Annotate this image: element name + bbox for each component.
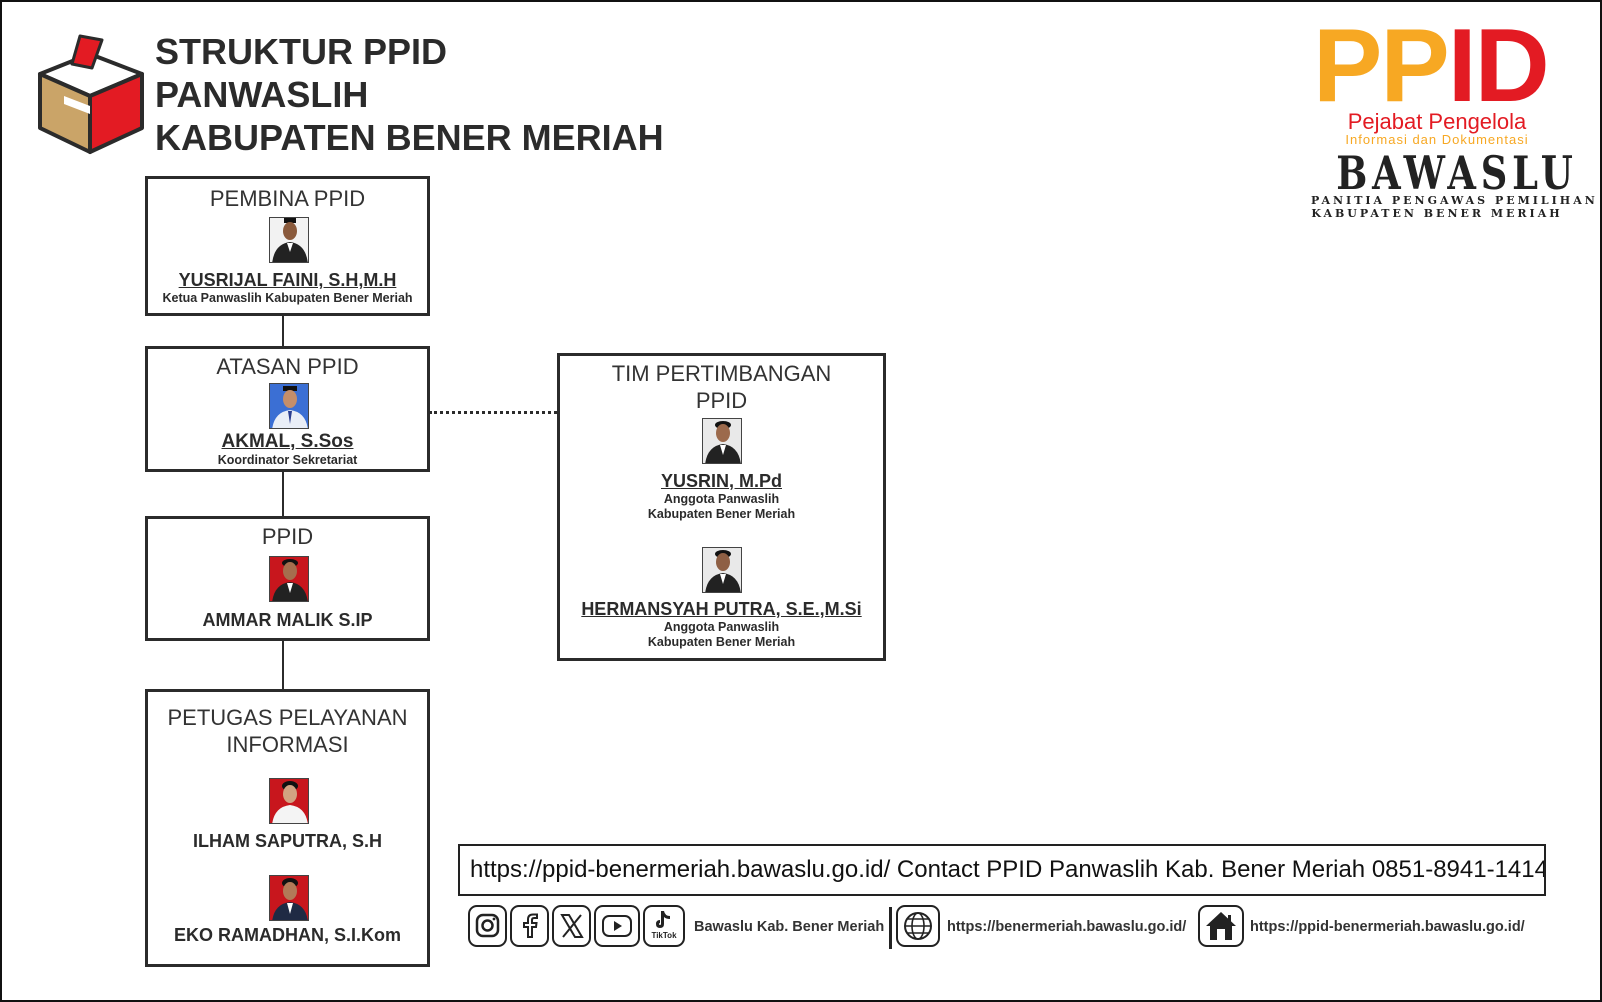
title-line-1: STRUKTUR PPID bbox=[155, 31, 448, 72]
bawaslu-wordmark: BAWASLU bbox=[1336, 146, 1578, 200]
bawaslu-logo bbox=[38, 34, 144, 154]
atasan-name: AKMAL, S.Sos bbox=[221, 431, 354, 452]
page-title: STRUKTUR PPID PANWASLIH KABUPATEN BENER … bbox=[155, 30, 664, 159]
petugas-box: PETUGAS PELAYANAN INFORMASI ILHAM SAPUTR… bbox=[145, 689, 430, 967]
atasan-role: Koordinator Sekretariat bbox=[217, 453, 358, 467]
ppid-wordmark-pp: PP bbox=[1313, 8, 1450, 124]
tim-name-1: YUSRIN, M.Pd bbox=[660, 471, 782, 491]
petugas-title-line2: INFORMASI bbox=[226, 732, 349, 757]
x-icon[interactable] bbox=[552, 905, 591, 947]
ppid-title: PPID bbox=[261, 524, 314, 549]
petugas-photo-1 bbox=[269, 778, 309, 824]
person-icon bbox=[272, 218, 308, 262]
tim-photo-1 bbox=[702, 418, 742, 464]
ppid-wordmark: PPID bbox=[1313, 8, 1550, 124]
person-icon bbox=[272, 878, 308, 920]
petugas-name-1: ILHAM SAPUTRA, S.H bbox=[193, 831, 382, 851]
petugas-photo-2 bbox=[269, 875, 309, 921]
instagram-icon[interactable] bbox=[468, 905, 507, 947]
title-line-3: KABUPATEN BENER MERIAH bbox=[155, 117, 664, 158]
bawaslu-subtitle-2: KABUPATEN BENER MERIAH bbox=[1311, 207, 1563, 220]
tiktok-icon[interactable]: TikTok bbox=[643, 905, 685, 947]
tim-role-1-line1: Anggota Panwaslih bbox=[663, 492, 780, 506]
ppid-photo bbox=[269, 556, 309, 602]
pembina-box: PEMBINA PPID YUSRIJAL FAINI, S.H,M.H Ket… bbox=[145, 176, 430, 316]
connector-atasan-ppid bbox=[282, 470, 284, 516]
tim-name-2: HERMANSYAH PUTRA, S.E.,M.Si bbox=[581, 599, 862, 619]
footer-social-row: TikTok Bawaslu Kab. Bener Meriah https:/… bbox=[466, 905, 1556, 951]
person-icon bbox=[705, 421, 741, 463]
atasan-box: ATASAN PPID AKMAL, S.Sos Koordinator Sek… bbox=[145, 346, 430, 472]
petugas-name-2: EKO RAMADHAN, S.I.Kom bbox=[173, 925, 401, 945]
footer-divider bbox=[889, 907, 892, 949]
ppid-website-link[interactable]: https://ppid-benermeriah.bawaslu.go.id/ bbox=[1250, 919, 1525, 935]
person-icon bbox=[272, 781, 308, 823]
atasan-title: ATASAN PPID bbox=[216, 354, 359, 379]
ppid-logo-line2: Informasi dan Dokumentasi bbox=[1345, 132, 1529, 147]
ppid-logo: PPID Pejabat Pengelola Informasi dan Dok… bbox=[1307, 10, 1598, 226]
ppid-wordmark-id: ID bbox=[1447, 8, 1550, 124]
tim-title-line2: PPID bbox=[695, 388, 748, 413]
person-icon bbox=[705, 550, 741, 592]
tiktok-label: TikTok bbox=[651, 931, 677, 940]
connector-pembina-atasan bbox=[282, 314, 284, 348]
social-account-label: Bawaslu Kab. Bener Meriah bbox=[694, 919, 885, 935]
website-link[interactable]: https://benermeriah.bawaslu.go.id/ bbox=[947, 919, 1187, 935]
ppid-box: PPID AMMAR MALIK S.IP bbox=[145, 516, 430, 641]
pembina-role: Ketua Panwaslih Kabupaten Bener Meriah bbox=[162, 291, 413, 305]
pembina-photo bbox=[269, 217, 309, 263]
connector-atasan-tim-dotted bbox=[429, 411, 569, 414]
tim-title-line1: TIM PERTIMBANGAN bbox=[611, 361, 832, 386]
pembina-title: PEMBINA PPID bbox=[209, 186, 366, 211]
person-icon bbox=[272, 559, 308, 601]
petugas-title-line1: PETUGAS PELAYANAN bbox=[167, 705, 408, 730]
facebook-icon[interactable] bbox=[510, 905, 549, 947]
tim-box: TIM PERTIMBANGAN PPID YUSRIN, M.Pd Anggo… bbox=[557, 353, 886, 661]
tim-role-2-line2: Kabupaten Bener Meriah bbox=[647, 635, 796, 649]
ppid-name: AMMAR MALIK S.IP bbox=[202, 610, 373, 630]
tim-role-1-line2: Kabupaten Bener Meriah bbox=[647, 507, 796, 521]
ppid-logo-line1: Pejabat Pengelola bbox=[1347, 109, 1527, 134]
person-icon bbox=[272, 386, 308, 428]
globe-icon[interactable] bbox=[896, 905, 940, 947]
tim-role-2-line1: Anggota Panwaslih bbox=[663, 620, 780, 634]
tim-photo-2 bbox=[702, 547, 742, 593]
home-icon[interactable] bbox=[1198, 905, 1244, 947]
connector-ppid-petugas bbox=[282, 639, 284, 691]
atasan-photo bbox=[269, 383, 309, 429]
youtube-icon[interactable] bbox=[594, 905, 640, 947]
bawaslu-subtitle-1: PANITIA PENGAWAS PEMILIHAN bbox=[1311, 194, 1598, 207]
contact-bar: https://ppid-benermeriah.bawaslu.go.id/ … bbox=[458, 844, 1546, 896]
title-line-2: PANWASLIH bbox=[155, 74, 369, 115]
pembina-name: YUSRIJAL FAINI, S.H,M.H bbox=[178, 270, 397, 290]
